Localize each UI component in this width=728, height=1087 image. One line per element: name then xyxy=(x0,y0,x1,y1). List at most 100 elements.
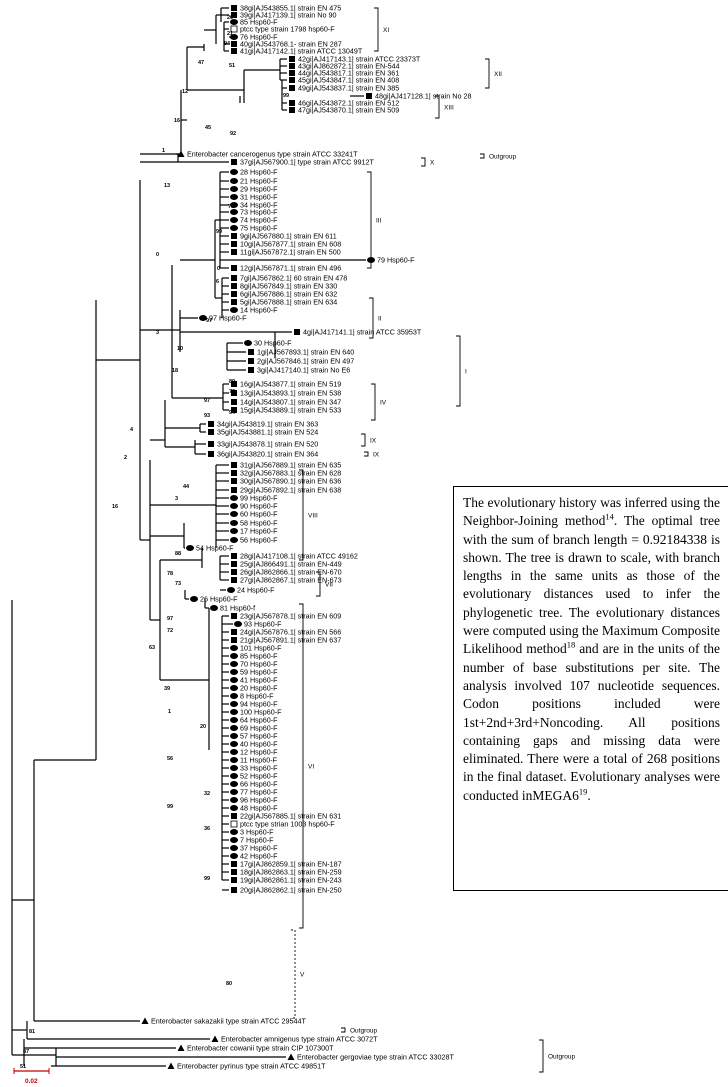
leaf-11-label: 45gi|AJ543847.1| strain EN 408 xyxy=(298,76,399,85)
leaf-81-label: 64 Hsp60-F xyxy=(240,716,278,725)
leaf-63-marker-square xyxy=(231,569,237,575)
leaf-31-label: 7gi|AJ567862.1| 60 strain EN 478 xyxy=(240,274,347,283)
leaf-101-label: 19gi|AJ862861.1| strain EN-243 xyxy=(240,876,342,885)
leaf-30-marker-square xyxy=(231,265,237,271)
bootstrap-value-33: 73 xyxy=(175,581,181,587)
clade-label-5: X xyxy=(430,160,435,167)
leaf-labels: 38gi|AJ543855.1| strain EN 47539gi|AJ417… xyxy=(151,4,471,1071)
leaf-3-label: 85 Hsp60-F xyxy=(240,18,278,27)
leaf-2-label: 39gi|AJ417139.1| strain No 90 xyxy=(240,11,336,20)
leaf-97-marker-circle xyxy=(230,845,238,851)
leaf-86-marker-circle xyxy=(230,757,238,763)
leaf-95-marker-circle xyxy=(230,829,238,835)
leaf-31-marker-square xyxy=(231,275,237,281)
clade-label-2: XII xyxy=(494,71,502,78)
leaf-14-marker-square xyxy=(289,100,295,106)
leaf-69-label: 93 Hsp60-F xyxy=(244,620,282,629)
bootstrap-value-12: 13 xyxy=(164,183,170,189)
leaf-54-marker-circle xyxy=(230,495,238,501)
leaf-62-marker-square xyxy=(231,561,237,567)
leaf-95-label: 3 Hsp60-F xyxy=(240,828,274,837)
leaf-39-label: 1gi|AJ567893.1| strain EN 640 xyxy=(257,348,354,357)
bootstrap-value-18: 3 xyxy=(156,330,159,336)
leaf-92-marker-circle xyxy=(230,805,238,811)
leaf-29-label: 79 Hsp60-F xyxy=(377,256,415,265)
leaf-19-marker-circle xyxy=(230,178,238,184)
leaf-68-marker-square xyxy=(231,613,237,619)
leaf-5-marker-circle xyxy=(230,34,238,40)
clade-label-4: Outgroup xyxy=(489,154,516,161)
leaf-46-marker-square xyxy=(208,421,214,427)
leaf-69-marker-circle xyxy=(234,621,242,627)
leaf-83-marker-circle xyxy=(230,733,238,739)
leaf-35-label: 14 Hsp60-F xyxy=(240,306,278,315)
clade-bracket-11 xyxy=(364,451,369,457)
leaf-26-marker-square xyxy=(231,233,237,239)
leaf-72-label: 101 Hsp60-F xyxy=(240,644,282,653)
leaf-78-marker-circle xyxy=(230,693,238,699)
bootstrap-value-43: 99 xyxy=(167,804,173,810)
leaf-54-label: 99 Hsp60-F xyxy=(240,494,278,503)
leaf-55-label: 90 Hsp60-F xyxy=(240,502,278,511)
leaf-13-marker-square xyxy=(366,93,372,99)
leaf-56-label: 60 Hsp60-F xyxy=(240,510,278,519)
leaf-28-marker-square xyxy=(231,249,237,255)
clade-bracket-3 xyxy=(435,95,440,119)
bootstrap-value-31: 16 xyxy=(112,504,118,510)
leaf-11-marker-square xyxy=(289,77,295,83)
clade-bracket-7 xyxy=(369,297,374,339)
bootstrap-value-21: 18 xyxy=(172,368,178,374)
leaf-63-label: 26gi|AJ862866.1| strain EN-670 xyxy=(240,568,342,577)
bootstrap-value-38: 39 xyxy=(164,686,170,692)
bootstrap-value-40: 20 xyxy=(200,724,206,730)
leaf-12-marker-square xyxy=(289,85,295,91)
leaf-53-label: 29gi|AJ567892.1| strain EN 638 xyxy=(240,486,341,495)
leaf-2-marker-square xyxy=(231,12,237,18)
leaf-58-label: 17 Hsp60-F xyxy=(240,527,278,536)
leaf-94-marker-open-square xyxy=(230,820,238,828)
leaf-61-label: 28gi|AJ417108.1| strain ATCC 49162 xyxy=(240,552,358,561)
leaf-106-marker-triangle xyxy=(287,1053,295,1060)
bootstrap-value-45: 99 xyxy=(204,876,210,882)
clade-label-9: IV xyxy=(380,400,387,407)
tree-branches xyxy=(11,7,366,1067)
leaf-59-label: 56 Hsp60-F xyxy=(240,536,278,545)
leaf-32-label: 8gi|AJ567849.1| strain EN 330 xyxy=(240,282,337,291)
leaf-55-marker-circle xyxy=(230,503,238,509)
bootstrap-value-9: 92 xyxy=(230,131,236,137)
leaf-77-marker-circle xyxy=(230,685,238,691)
clade-label-1: XI xyxy=(383,27,389,34)
leaf-104-label: Enterobacter amnigenus type strain ATCC … xyxy=(221,1035,378,1044)
leaf-60-marker-circle xyxy=(186,545,194,551)
leaf-33-label: 6gi|AJ567886.1| strain EN 632 xyxy=(240,290,337,299)
leaf-91-label: 96 Hsp60-F xyxy=(240,796,278,805)
leaf-42-marker-square xyxy=(231,381,237,387)
leaf-46-label: 34gi|AJ543819.1| strain EN 363 xyxy=(217,420,318,429)
leaf-4-marker-open-square xyxy=(230,25,238,33)
leaf-27-marker-square xyxy=(231,241,237,247)
leaf-59-marker-circle xyxy=(230,537,238,543)
leaf-86-label: 11 Hsp60-F xyxy=(240,756,278,765)
bootstrap-value-7: 99 xyxy=(283,93,289,99)
clade-label-8: I xyxy=(465,369,467,376)
clade-bracket-10 xyxy=(361,433,366,447)
leaf-4-label: ptcc type strain 1798 hsp60-F xyxy=(240,25,335,34)
leaf-20-marker-circle xyxy=(230,186,238,192)
leaf-96-marker-circle xyxy=(230,837,238,843)
bootstrap-value-16: 0 xyxy=(217,266,220,272)
scale-bar-label: 0.02 xyxy=(25,1078,38,1085)
leaf-90-label: 77 Hsp60-F xyxy=(240,788,278,797)
leaf-21-marker-circle xyxy=(230,194,238,200)
bootstrap-value-44: 36 xyxy=(204,826,210,832)
leaf-90-marker-circle xyxy=(230,789,238,795)
bootstrap-value-20: 10 xyxy=(177,346,183,352)
leaf-64-marker-square xyxy=(231,577,237,583)
leaf-107-marker-triangle xyxy=(167,1062,175,1069)
leaf-24-label: 74 Hsp60-F xyxy=(240,216,278,225)
bootstrap-value-48: 87 xyxy=(23,1049,29,1055)
leaf-23-marker-circle xyxy=(230,209,238,215)
leaf-36-label: 97 Hsp60-F xyxy=(209,314,247,323)
leaf-84-label: 40 Hsp60-F xyxy=(240,740,278,749)
leaf-1-label: 38gi|AJ543855.1| strain EN 475 xyxy=(240,4,341,13)
bootstrap-value-1: 20 xyxy=(227,15,233,21)
